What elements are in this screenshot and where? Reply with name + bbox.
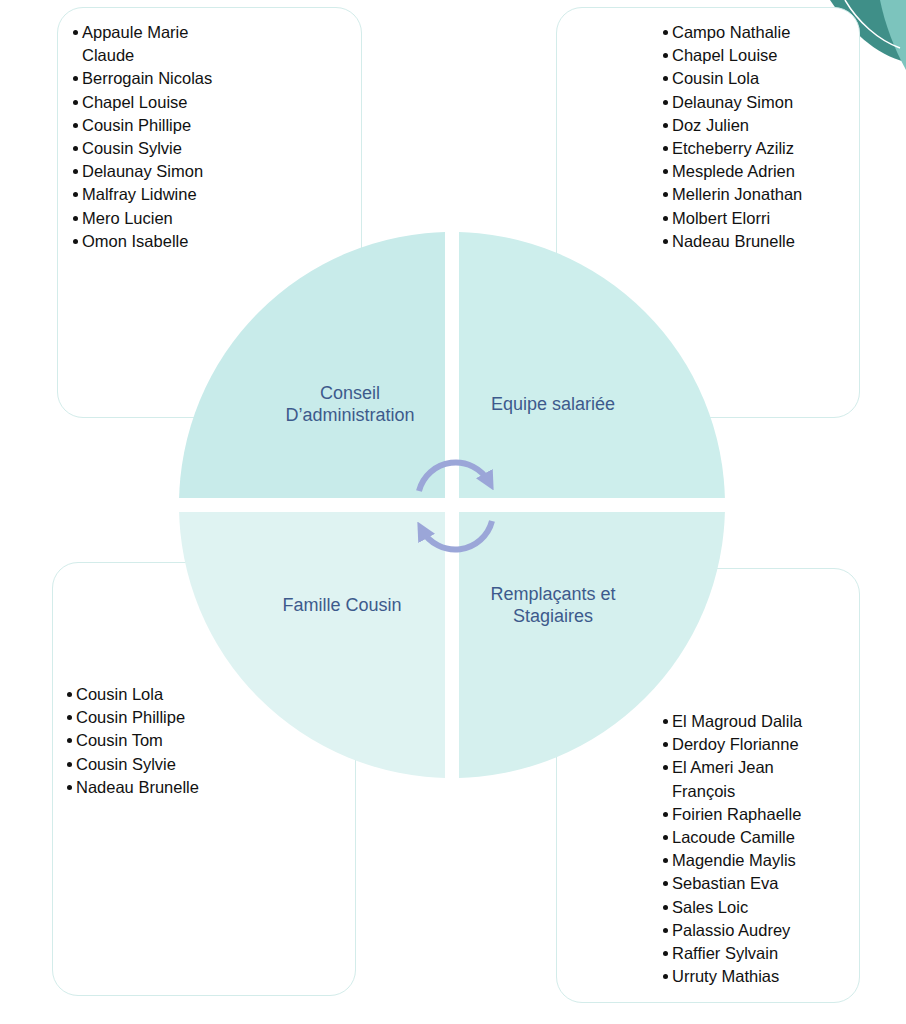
quadrant-shape [179,512,445,778]
quadrant-shape [459,512,725,778]
member-name: Urruty Mathias [662,965,812,988]
member-name: Berrogain Nicolas [72,67,222,90]
member-name: Cousin Tom [66,729,256,752]
member-name: Cousin Sylvie [72,137,222,160]
quadrant-label: Famille Cousin [252,594,432,616]
leaf [880,0,906,70]
name-list: El Magroud DalilaDerdoy FlorianneEl Amer… [662,710,812,988]
quadrant-shape [179,232,445,498]
member-name: Campo Nathalie [662,21,852,44]
member-name: Foirien Raphaelle [662,803,812,826]
member-name: Mellerin Jonathan [662,183,852,206]
member-name: Etcheberry Aziliz [662,137,852,160]
member-name: Derdoy Florianne [662,733,812,756]
member-name: Mesplede Adrien [662,160,852,183]
member-name: Nadeau Brunelle [662,230,852,253]
quadrant-fill [179,512,445,778]
member-name: Cousin Phillipe [66,706,256,729]
member-name: El Magroud Dalila [662,710,812,733]
member-name: Cousin Lola [66,683,256,706]
member-name: Omon Isabelle [72,230,222,253]
quadrant-fill [459,512,725,778]
circle-quadrant: Remplaçants et Stagiaires [459,512,725,778]
member-name: Chapel Louise [72,91,222,114]
member-name: Delaunay Simon [72,160,222,183]
member-name: El Ameri Jean François [662,756,812,802]
name-list: Campo NathalieChapel LouiseCousin LolaDe… [662,21,852,253]
member-name: Appaule Marie Claude [72,21,222,67]
member-name: Magendie Maylis [662,849,812,872]
member-name: Doz Julien [662,114,852,137]
cycle-arrow [419,462,489,491]
member-name: Palassio Audrey [662,919,812,942]
circle-quadrant: Famille Cousin [179,512,445,778]
member-name: Cousin Phillipe [72,114,222,137]
member-name: Sebastian Eva [662,872,812,895]
cycle-arrow [422,521,492,550]
member-name: Delaunay Simon [662,91,852,114]
quadrant-label: Conseil D’administration [270,382,430,426]
quadrant-fill [459,232,725,498]
quadrant-shape [459,232,725,498]
name-list: Cousin LolaCousin PhillipeCousin TomCous… [66,683,256,799]
member-name: Cousin Lola [662,67,852,90]
member-name: Cousin Sylvie [66,753,256,776]
quadrant-label: Remplaçants et Stagiaires [478,583,628,627]
circle-quadrant: Equipe salariée [459,232,725,498]
member-name: Raffier Sylvain [662,942,812,965]
member-name: Sales Loic [662,896,812,919]
member-name: Chapel Louise [662,44,852,67]
circle-quadrant: Conseil D’administration [179,232,445,498]
quadrant-label: Equipe salariée [463,393,643,415]
name-list: Appaule Marie ClaudeBerrogain NicolasCha… [72,21,222,253]
member-name: Lacoude Camille [662,826,812,849]
member-name: Molbert Elorri [662,207,852,230]
member-name: Nadeau Brunelle [66,776,256,799]
member-name: Malfray Lidwine [72,183,222,206]
quadrant-fill [179,232,445,498]
member-name: Mero Lucien [72,207,222,230]
